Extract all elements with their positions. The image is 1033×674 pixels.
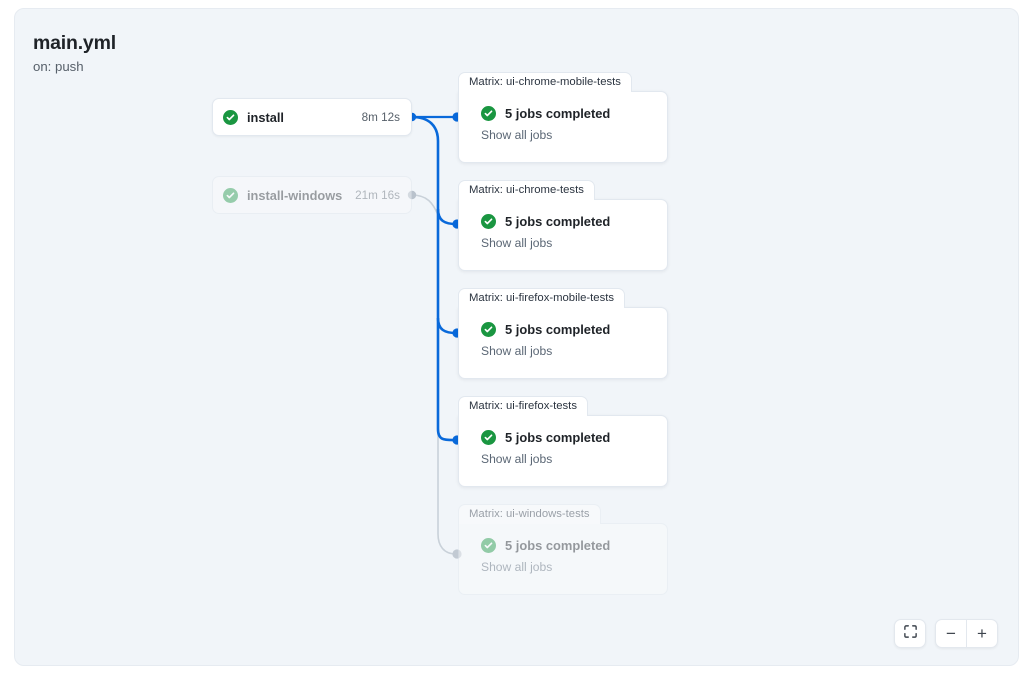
matrix-status-text: 5 jobs completed [505, 322, 611, 337]
check-circle-icon [481, 106, 496, 121]
matrix-tab-label: Matrix: ui-firefox-mobile-tests [458, 288, 626, 308]
matrix-tab-label: Matrix: ui-firefox-tests [458, 396, 588, 416]
fit-control-group[interactable] [894, 619, 926, 648]
matrix-status-text: 5 jobs completed [505, 538, 611, 553]
workflow-header: main.yml on: push [33, 31, 116, 76]
matrix-status-text: 5 jobs completed [505, 430, 611, 445]
check-circle-icon [481, 538, 496, 553]
zoom-out-button[interactable]: − [936, 620, 966, 647]
zoom-in-button[interactable]: + [967, 620, 997, 647]
matrix-status-row: 5 jobs completed [481, 214, 653, 229]
show-all-jobs-link[interactable]: Show all jobs [481, 128, 553, 142]
check-circle-icon [481, 322, 496, 337]
check-circle-icon [223, 187, 238, 203]
job-node-install-windows[interactable]: install-windows 21m 16s [212, 176, 412, 214]
matrix-card-body[interactable]: 5 jobs completed Show all jobs [458, 91, 668, 163]
port-install-windows-output [407, 190, 417, 200]
plus-icon: + [977, 624, 987, 643]
matrix-group-ui-windows-tests[interactable]: Matrix: ui-windows-tests 5 jobs complete… [458, 504, 668, 595]
matrix-card-body[interactable]: 5 jobs completed Show all jobs [458, 199, 668, 271]
control-divider [966, 620, 967, 647]
fit-to-screen-icon [903, 624, 918, 644]
check-circle-icon [223, 109, 238, 125]
matrix-status-text: 5 jobs completed [505, 214, 611, 229]
edge-install-windows-to-windows-tests [411, 194, 457, 555]
matrix-card-body[interactable]: 5 jobs completed Show all jobs [458, 415, 668, 487]
edge-trunk [411, 115, 457, 442]
job-name-label: install [247, 109, 284, 125]
minus-icon: − [946, 624, 956, 643]
matrix-group-ui-chrome-mobile-tests[interactable]: Matrix: ui-chrome-mobile-tests 5 jobs co… [458, 72, 668, 163]
check-circle-icon [481, 214, 496, 229]
job-duration-label: 8m 12s [361, 110, 400, 124]
check-circle-icon [481, 430, 496, 445]
workflow-canvas[interactable]: main.yml on: push install [14, 8, 1019, 666]
matrix-tab-label: Matrix: ui-chrome-tests [458, 180, 595, 200]
port-windows-tests-input [452, 549, 462, 559]
show-all-jobs-link[interactable]: Show all jobs [481, 236, 553, 250]
matrix-status-row: 5 jobs completed [481, 322, 653, 337]
matrix-status-text: 5 jobs completed [505, 106, 611, 121]
matrix-card-body[interactable]: 5 jobs completed Show all jobs [458, 523, 668, 595]
show-all-jobs-link[interactable]: Show all jobs [481, 452, 553, 466]
matrix-group-ui-chrome-tests[interactable]: Matrix: ui-chrome-tests 5 jobs completed… [458, 180, 668, 271]
show-all-jobs-link[interactable]: Show all jobs [481, 560, 553, 574]
matrix-status-row: 5 jobs completed [481, 106, 653, 121]
job-node-install[interactable]: install 8m 12s [212, 98, 412, 136]
matrix-group-ui-firefox-tests[interactable]: Matrix: ui-firefox-tests 5 jobs complete… [458, 396, 668, 487]
job-duration-label: 21m 16s [355, 188, 400, 202]
matrix-tab-label: Matrix: ui-windows-tests [458, 504, 601, 524]
show-all-jobs-link[interactable]: Show all jobs [481, 344, 553, 358]
matrix-group-ui-firefox-mobile-tests[interactable]: Matrix: ui-firefox-mobile-tests 5 jobs c… [458, 288, 668, 379]
matrix-card-body[interactable]: 5 jobs completed Show all jobs [458, 307, 668, 379]
canvas-controls[interactable]: − + [894, 619, 998, 648]
workflow-trigger: on: push [33, 59, 84, 74]
job-name-label: install-windows [247, 187, 343, 203]
fit-to-screen-button[interactable] [895, 620, 925, 647]
matrix-status-row: 5 jobs completed [481, 430, 653, 445]
matrix-tab-label: Matrix: ui-chrome-mobile-tests [458, 72, 632, 92]
page-title: main.yml [33, 32, 116, 54]
zoom-control-group[interactable]: − + [935, 619, 998, 648]
matrix-status-row: 5 jobs completed [481, 538, 653, 553]
